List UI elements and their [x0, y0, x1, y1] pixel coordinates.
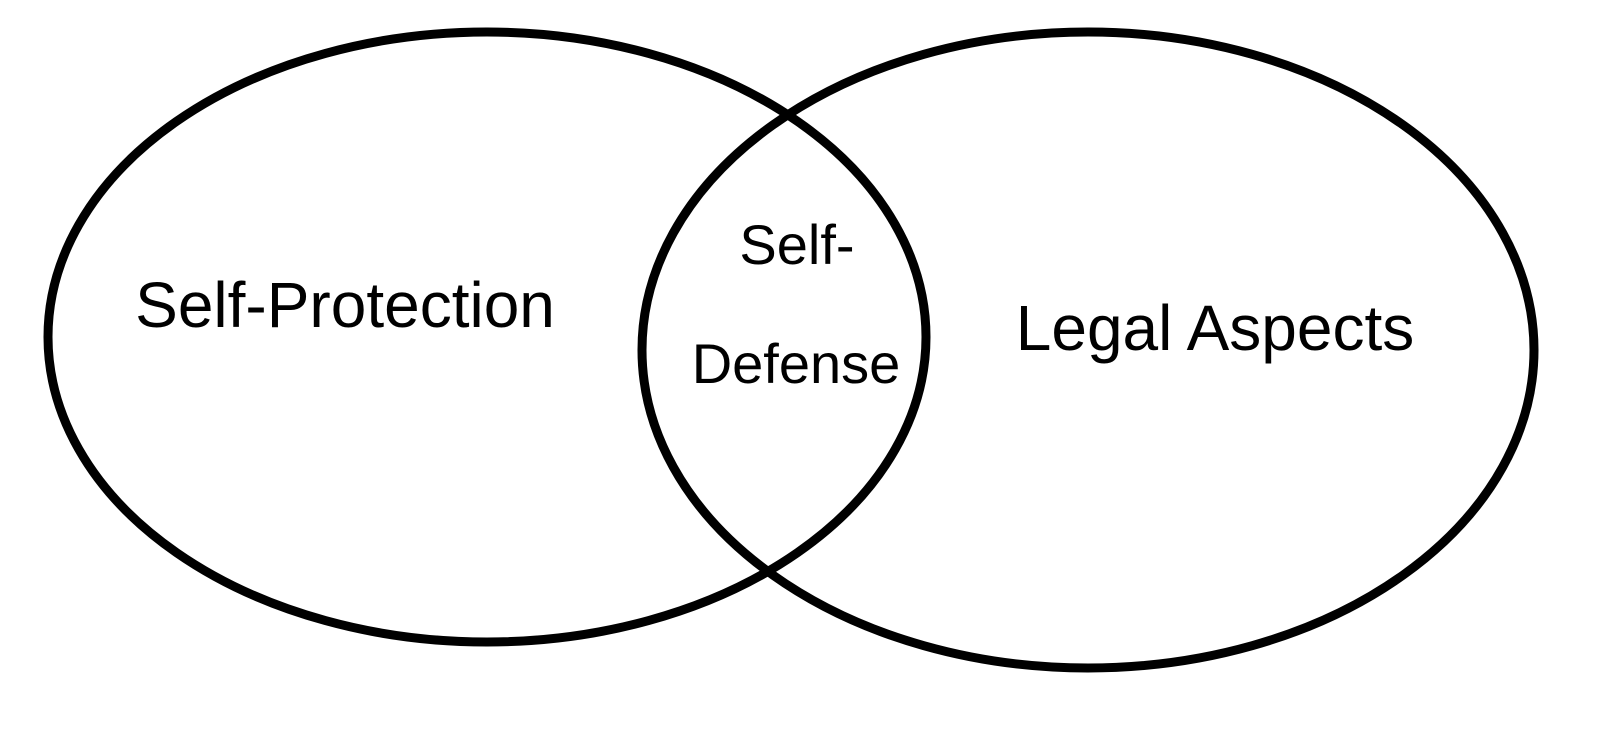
intersection-label-line-2: Defense: [692, 332, 901, 395]
intersection-label-line-1: Self-: [739, 213, 854, 276]
set-outline-legal-aspects: [637, 27, 1539, 673]
set-outline-self-protection: [43, 27, 931, 647]
set-label-self-protection: Self-Protection: [135, 269, 555, 341]
set-label-legal-aspects: Legal Aspects: [1016, 292, 1415, 364]
